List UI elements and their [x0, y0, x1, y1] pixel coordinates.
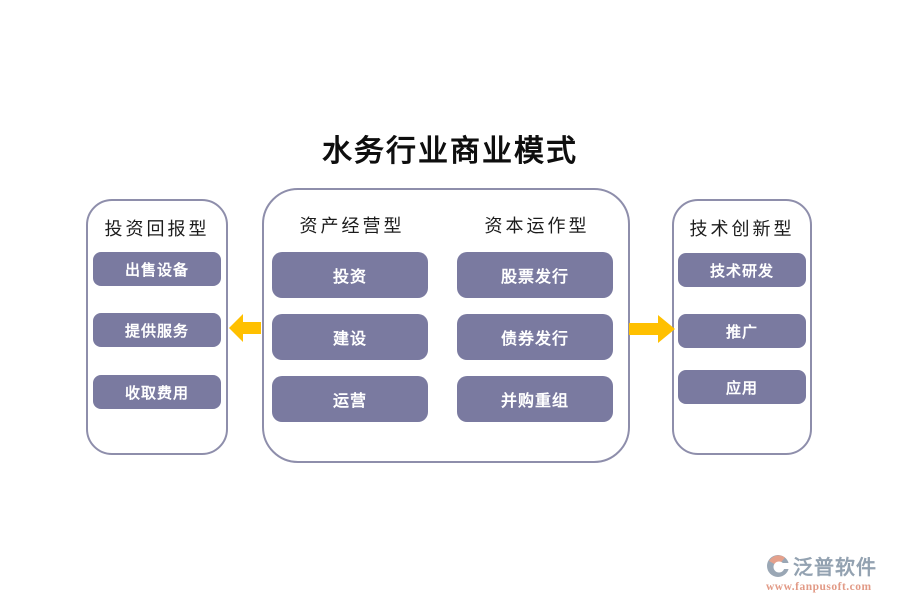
- footer-logo: 泛普软件 www.fanpusoft.com: [766, 551, 892, 593]
- node-collect-fees: 收取费用: [93, 375, 221, 409]
- node-bond-issue: 债券发行: [457, 314, 613, 360]
- group-header: 技术创新型: [689, 219, 795, 239]
- arrow-left-icon: [229, 314, 261, 342]
- node-promotion: 推广: [678, 314, 806, 348]
- node-tech-rnd: 技术研发: [678, 253, 806, 287]
- arrow-right-icon: [629, 315, 675, 343]
- group-investment-return: 投资回报型 出售设备 提供服务 收取费用: [86, 199, 228, 455]
- footer-logo-name: 泛普软件: [793, 557, 877, 579]
- group-middle: 资产经营型 资本运作型 投资 建设 运营 股票发行 债券发行 并购重组: [262, 188, 630, 463]
- group-header-asset-operation: 资产经营型: [299, 216, 405, 236]
- node-invest: 投资: [272, 252, 428, 298]
- node-stock-issue: 股票发行: [457, 252, 613, 298]
- node-merger-restructure: 并购重组: [457, 376, 613, 422]
- group-header: 投资回报型: [104, 219, 210, 239]
- group-header-capital-operation: 资本运作型: [484, 216, 590, 236]
- node-application: 应用: [678, 370, 806, 404]
- node-operate: 运营: [272, 376, 428, 422]
- node-provide-service: 提供服务: [93, 313, 221, 347]
- group-tech-innovation: 技术创新型 技术研发 推广 应用: [672, 199, 812, 455]
- footer-logo-url: www.fanpusoft.com: [766, 581, 872, 593]
- node-sell-equipment: 出售设备: [93, 252, 221, 286]
- diagram-title: 水务行业商业模式: [322, 135, 578, 168]
- node-construct: 建设: [272, 314, 428, 360]
- fanpu-logo-icon: [767, 554, 790, 577]
